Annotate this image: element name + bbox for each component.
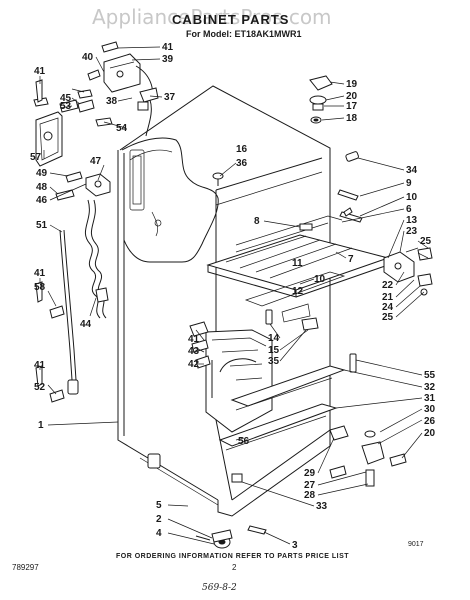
callout-39: 39 bbox=[162, 54, 174, 65]
callout-5: 5 bbox=[156, 500, 162, 511]
callout-22: 22 bbox=[382, 280, 394, 291]
mid-left-group bbox=[189, 321, 211, 369]
callout-47: 47 bbox=[90, 156, 102, 167]
callout-18: 18 bbox=[346, 113, 358, 124]
callout-14: 14 bbox=[268, 333, 280, 344]
callout-19: 19 bbox=[346, 79, 358, 90]
callout-20a: 20 bbox=[346, 91, 358, 102]
callout-1: 1 bbox=[38, 420, 44, 431]
callout-12: 12 bbox=[292, 286, 304, 297]
callout-37: 37 bbox=[164, 92, 176, 103]
leveling-parts bbox=[147, 453, 267, 549]
callout-24: 24 bbox=[382, 302, 394, 313]
callout-31: 31 bbox=[424, 393, 436, 404]
callout-25a: 25 bbox=[420, 236, 432, 247]
callout-41a: 41 bbox=[162, 42, 174, 53]
hinge-bracket-right bbox=[383, 247, 433, 296]
callout-38: 38 bbox=[106, 96, 118, 107]
callout-15: 15 bbox=[268, 345, 280, 356]
callout-55: 55 bbox=[424, 370, 436, 381]
callout-21: 21 bbox=[382, 292, 394, 303]
callout-44: 44 bbox=[80, 319, 92, 330]
callout-27: 27 bbox=[304, 480, 316, 491]
callout-8: 8 bbox=[254, 216, 260, 227]
callout-32: 32 bbox=[424, 382, 436, 393]
callout-20b: 20 bbox=[424, 428, 436, 439]
callout-48: 48 bbox=[36, 182, 48, 193]
callout-29: 29 bbox=[304, 468, 316, 479]
shelf-rails bbox=[206, 215, 390, 323]
parts-14-15 bbox=[265, 309, 319, 331]
callout-7: 7 bbox=[348, 254, 354, 265]
callout-17: 17 bbox=[346, 101, 358, 112]
callout-51: 51 bbox=[36, 220, 48, 231]
callout-49: 49 bbox=[36, 168, 48, 179]
callout-41e: 41 bbox=[188, 334, 200, 345]
callout-45: 45 bbox=[60, 93, 72, 104]
page-title: CABINET PARTS bbox=[172, 12, 289, 27]
part-55-32 bbox=[349, 353, 357, 373]
callout-3: 3 bbox=[292, 540, 298, 551]
page-number: 2 bbox=[232, 563, 237, 572]
callout-11: 11 bbox=[292, 258, 303, 269]
callout-16: 16 bbox=[236, 144, 248, 155]
callout-35: 35 bbox=[268, 356, 280, 367]
callout-52: 52 bbox=[34, 382, 46, 393]
callout-9: 9 bbox=[406, 178, 412, 189]
callout-30: 30 bbox=[424, 404, 436, 415]
callout-53: 53 bbox=[60, 101, 72, 112]
crisper-area bbox=[205, 329, 346, 483]
doc-number: 789297 bbox=[12, 563, 39, 572]
figure-code: 9017 bbox=[408, 541, 424, 548]
watermark: AppliancePartsPros.com bbox=[92, 5, 332, 29]
callout-labels: 1 2 3 4 5 6 7 8 9 10 10 11 12 13 14 15 1… bbox=[30, 42, 436, 551]
callout-23: 23 bbox=[406, 226, 418, 237]
callout-10b: 10 bbox=[314, 274, 326, 285]
callout-25b: 25 bbox=[382, 312, 394, 323]
footer-note: FOR ORDERING INFORMATION REFER TO PARTS … bbox=[116, 553, 349, 560]
callout-10a: 10 bbox=[406, 192, 418, 203]
callout-41c: 41 bbox=[34, 268, 46, 279]
callout-33: 33 bbox=[316, 501, 328, 512]
callout-42: 42 bbox=[188, 359, 200, 370]
callout-46: 46 bbox=[36, 195, 48, 206]
cabinet-shell bbox=[117, 85, 331, 517]
callout-41b: 41 bbox=[34, 66, 46, 77]
callout-34: 34 bbox=[406, 165, 418, 176]
callout-57: 57 bbox=[30, 152, 42, 163]
lower-right-hardware bbox=[329, 425, 407, 487]
callout-54: 54 bbox=[116, 123, 128, 134]
leader-lines bbox=[39, 46, 429, 545]
callout-36: 36 bbox=[236, 158, 248, 169]
callout-40: 40 bbox=[82, 52, 94, 63]
model-line: For Model: ET18AK1MWR1 bbox=[186, 29, 302, 39]
part-34 bbox=[345, 151, 359, 162]
wire-harness bbox=[59, 199, 109, 395]
callout-58: 58 bbox=[34, 282, 46, 293]
callout-43: 43 bbox=[188, 346, 200, 357]
callout-2: 2 bbox=[156, 514, 162, 525]
callout-56: 56 bbox=[238, 436, 250, 447]
callout-6: 6 bbox=[406, 204, 412, 215]
handwritten-note: 569-8-2 bbox=[202, 583, 237, 593]
callout-26: 26 bbox=[424, 416, 436, 427]
callout-28: 28 bbox=[304, 490, 316, 501]
screws-right bbox=[337, 189, 363, 223]
upper-left-bracket bbox=[87, 41, 159, 137]
callout-13: 13 bbox=[406, 215, 418, 226]
fastener-group-top-right bbox=[309, 75, 333, 124]
part-36 bbox=[212, 172, 224, 186]
callout-4: 4 bbox=[156, 528, 162, 539]
left-screws bbox=[35, 79, 65, 403]
callout-41d: 41 bbox=[34, 360, 46, 371]
hinge-left bbox=[55, 171, 111, 201]
